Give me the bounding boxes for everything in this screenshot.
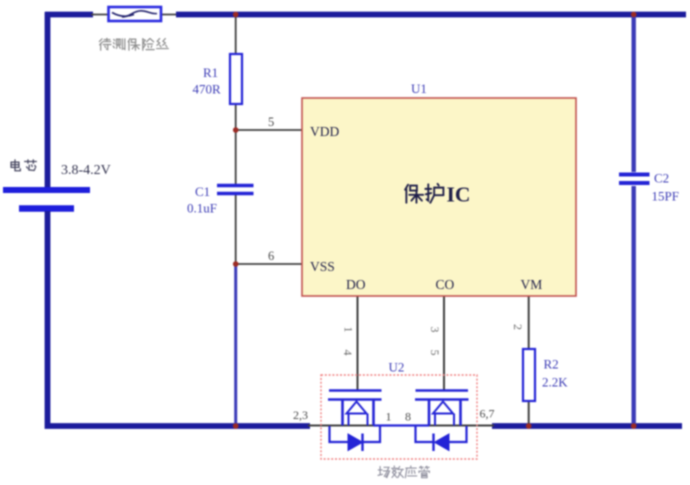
svg-text:VSS: VSS — [310, 259, 335, 274]
svg-text:U1: U1 — [411, 81, 427, 96]
svg-text:C2: C2 — [654, 171, 669, 186]
svg-text:IC: IC — [447, 183, 471, 207]
svg-text:1: 1 — [342, 327, 356, 333]
svg-text:470R: 470R — [193, 82, 222, 97]
svg-text:3.8-4.2V: 3.8-4.2V — [61, 163, 111, 178]
svg-text:8: 8 — [405, 410, 411, 424]
svg-text:VM: VM — [521, 277, 543, 292]
svg-text:CO: CO — [436, 277, 455, 292]
svg-text:R2: R2 — [544, 357, 559, 372]
svg-text:4: 4 — [341, 350, 355, 356]
svg-text:15PF: 15PF — [652, 189, 679, 204]
svg-text:C1: C1 — [195, 184, 210, 199]
svg-text:VDD: VDD — [310, 124, 339, 139]
svg-text:U2: U2 — [389, 360, 405, 375]
svg-text:0.1uF: 0.1uF — [187, 201, 217, 216]
svg-text:2,3: 2,3 — [293, 408, 308, 422]
svg-text:2: 2 — [511, 324, 525, 330]
svg-text:DO: DO — [346, 277, 366, 292]
svg-text:5: 5 — [428, 350, 442, 356]
svg-text:R1: R1 — [203, 65, 218, 80]
svg-text:5: 5 — [268, 115, 274, 129]
svg-text:3: 3 — [428, 327, 442, 333]
svg-text:6: 6 — [268, 249, 274, 263]
svg-text:6,7: 6,7 — [480, 407, 495, 421]
svg-text:2.2K: 2.2K — [542, 375, 568, 390]
svg-text:1: 1 — [386, 410, 392, 424]
